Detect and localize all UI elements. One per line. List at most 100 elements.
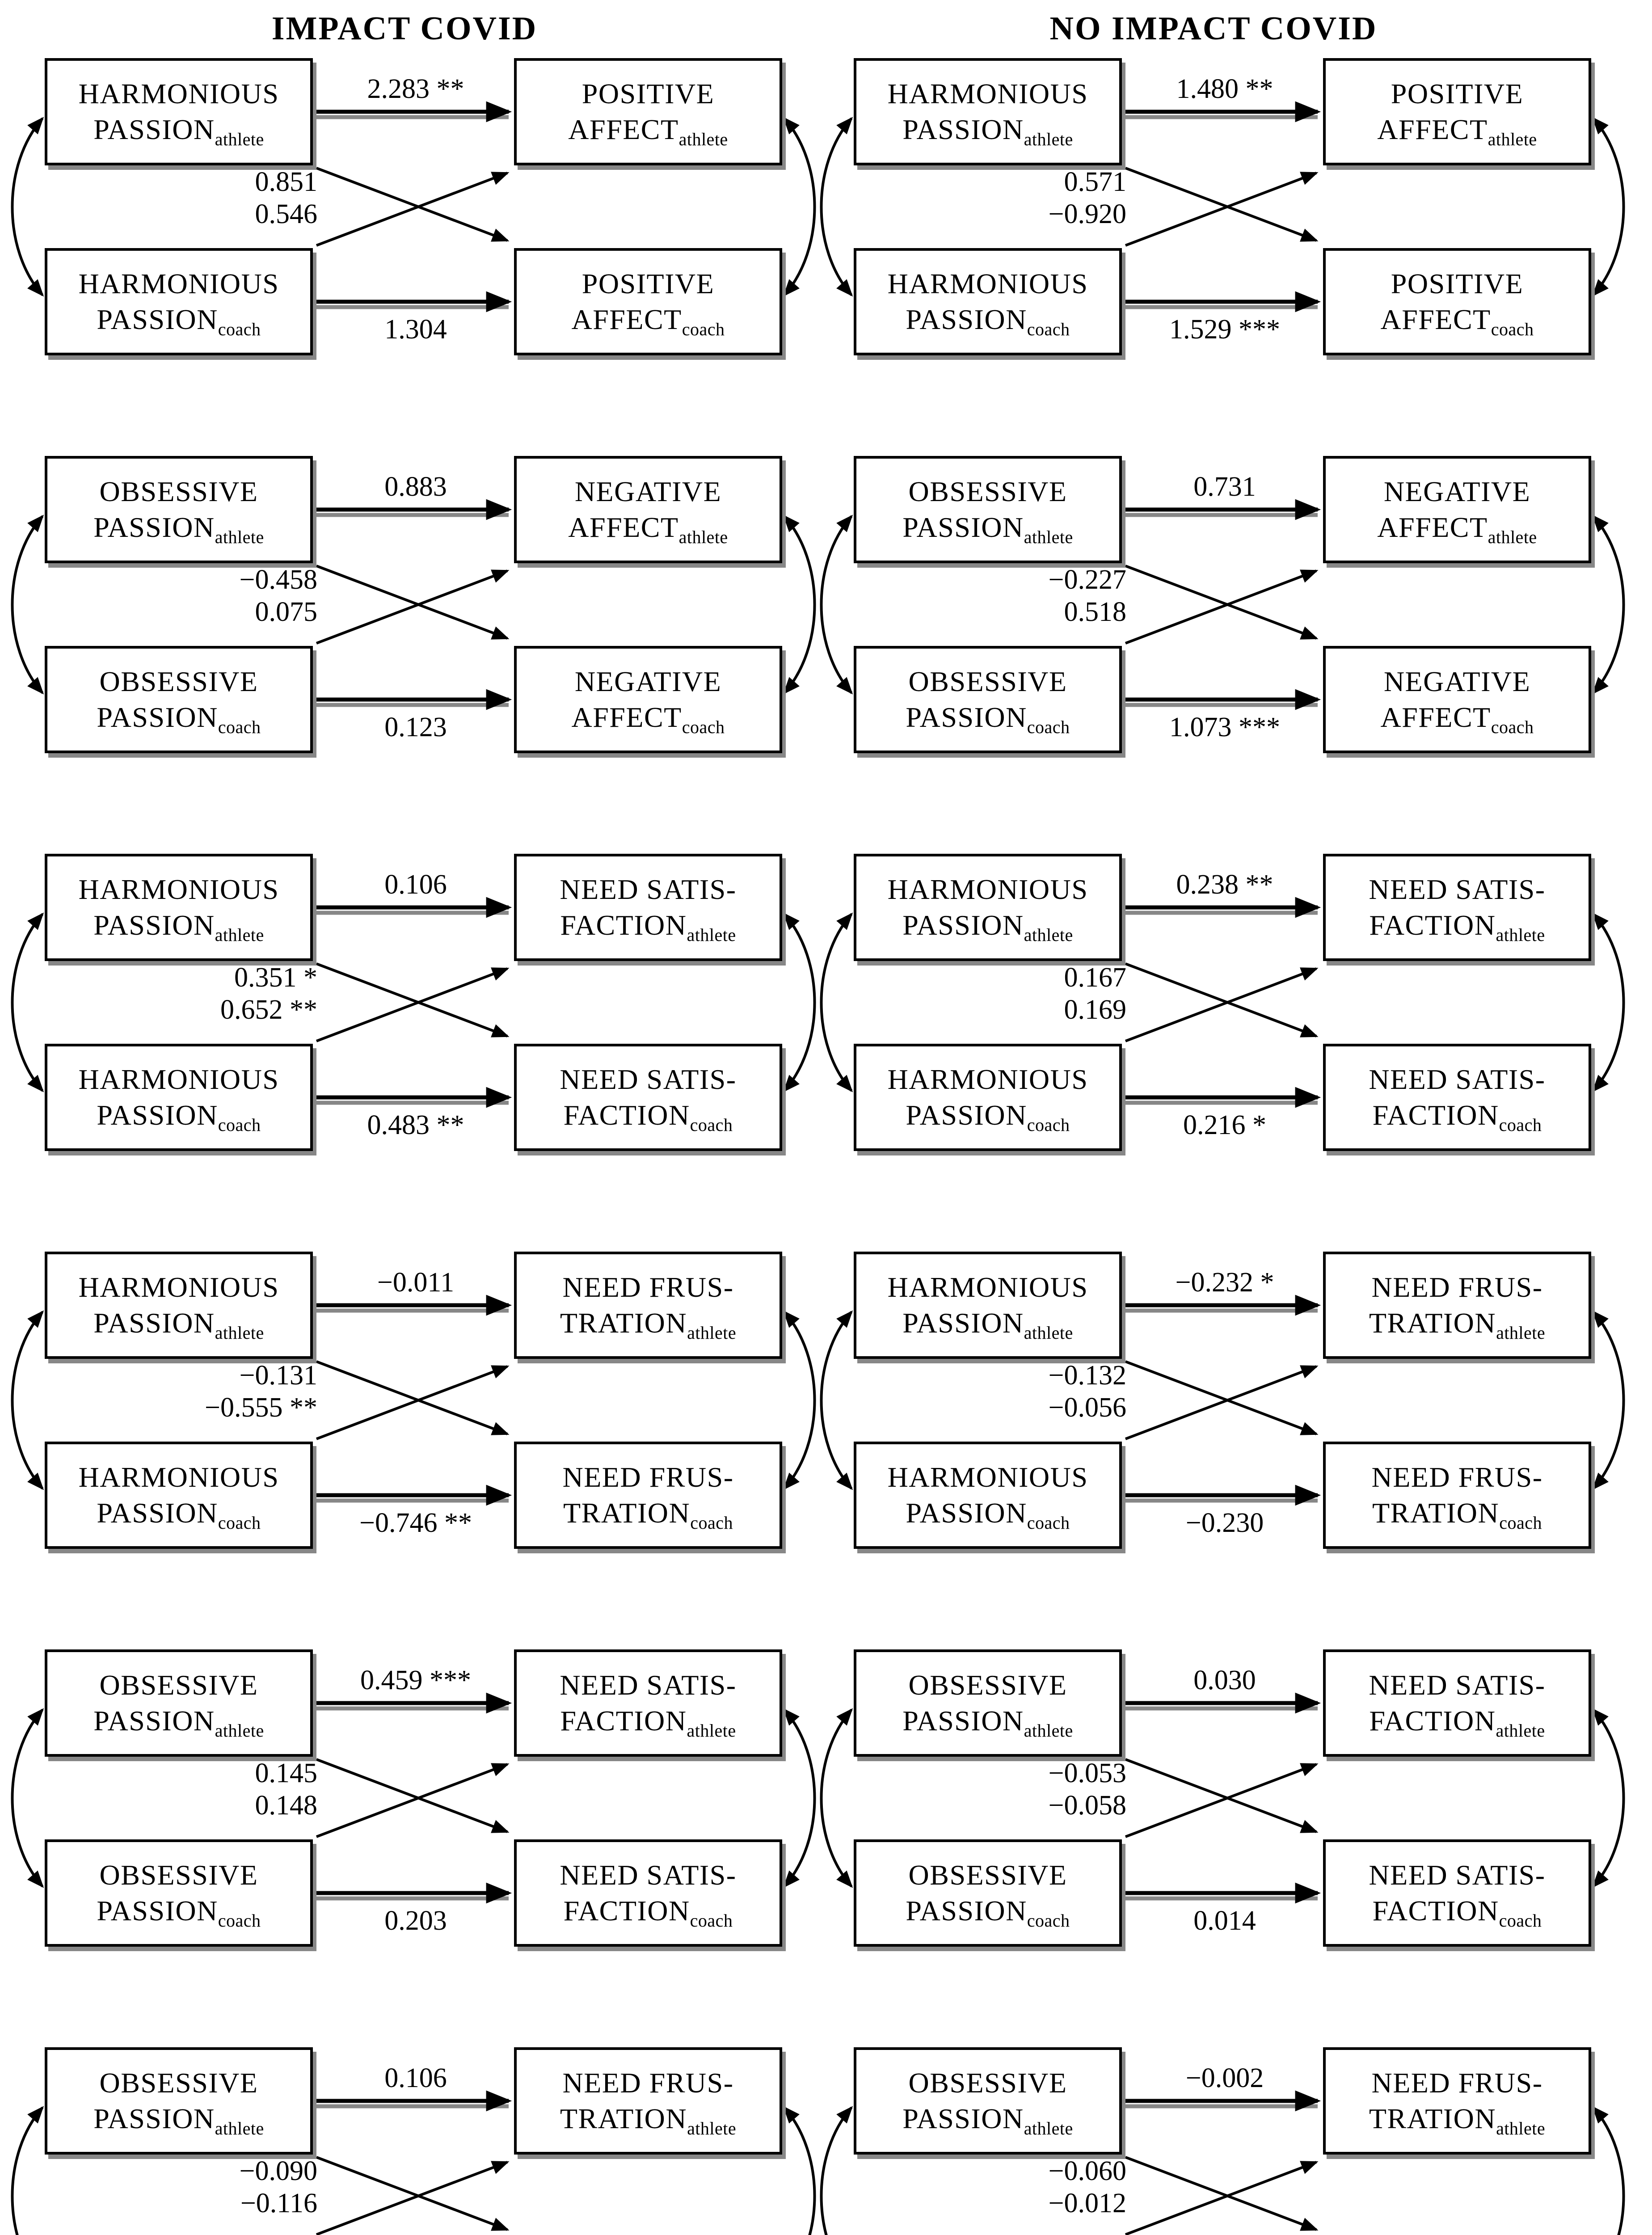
box-label-subscript: coach	[218, 1512, 261, 1533]
panel-row6-impact: OBSESSIVE PASSIONathlete OBSESSIVE PASSI…	[2, 2047, 816, 2235]
cross-coefficient-upper: −0.227	[1048, 565, 1126, 595]
outcome-coach-box: NEED FRUS- TRATIONcoach	[514, 1442, 782, 1549]
covariance-arc-right	[783, 117, 816, 297]
box-label-line2: AFFECTcoach	[571, 304, 725, 339]
box-label-subscript: athlete	[1488, 129, 1537, 149]
box-label-subscript: athlete	[215, 924, 264, 945]
box-label-line1: NEGATIVE	[574, 476, 722, 507]
cross-arrow-down	[316, 962, 510, 1037]
outcome-athlete-box: NEED FRUS- TRATIONathlete	[514, 1252, 782, 1359]
box-label-line1: NEED SATIS-	[1369, 1859, 1546, 1891]
box-label-line2: FACTIONcoach	[1372, 1099, 1542, 1135]
outcome-coach-box: NEED SATIS- FACTIONcoach	[514, 1044, 782, 1151]
box-label-line2: PASSIONathlete	[93, 114, 264, 149]
box-label-line1: NEED FRUS-	[1371, 2067, 1543, 2099]
box-label-line2: PASSIONcoach	[906, 304, 1070, 339]
box-label-subscript: athlete	[1024, 129, 1073, 149]
path-coefficient-bottom: 0.203	[384, 1906, 447, 1936]
path-arrows	[820, 2090, 1625, 2235]
path-coefficient-top: 2.283 **	[367, 74, 464, 104]
cross-arrow-up	[316, 172, 510, 247]
box-label-line1: NEED SATIS-	[560, 873, 737, 905]
box-label-line2: TRATIONathlete	[1369, 1307, 1546, 1343]
column-title-impact: IMPACT COVID	[271, 10, 538, 47]
box-label-line2: TRATIONathlete	[560, 1307, 737, 1343]
box-label-subscript: coach	[1027, 319, 1070, 339]
covariance-arc-left	[820, 1708, 853, 1888]
box-label-line1: OBSESSIVE	[99, 666, 258, 697]
box-label-line2: PASSIONcoach	[906, 701, 1070, 737]
cross-coefficient-upper: −0.131	[239, 1360, 317, 1391]
box-label-subscript: coach	[690, 1114, 733, 1135]
outcome-athlete-box: NEED SATIS- FACTIONathlete	[1323, 854, 1591, 961]
path-coefficient-bottom: −0.230	[1185, 1508, 1264, 1538]
path-coefficient-bottom: 0.216 *	[1183, 1110, 1266, 1140]
box-label-subscript: athlete	[215, 2118, 264, 2138]
cross-coefficient-lower: −0.555 **	[205, 1392, 317, 1423]
path-arrows	[820, 1692, 1625, 1904]
box-label-line1: NEED FRUS-	[1371, 1461, 1543, 1493]
predictor-coach-box: HARMONIOUS PASSIONcoach	[854, 1442, 1122, 1549]
predictor-athlete-box: HARMONIOUS PASSIONathlete	[45, 58, 313, 165]
box-label-line2: AFFECTathlete	[568, 511, 728, 547]
box-label-subscript: coach	[690, 1512, 733, 1533]
cross-coefficient-lower: 0.546	[255, 199, 318, 229]
box-label-subscript: athlete	[678, 129, 728, 149]
covariance-arc-right	[783, 2106, 816, 2235]
covariance-arc-left	[820, 912, 853, 1092]
outcome-athlete-box: NEGATIVE AFFECTathlete	[1323, 456, 1591, 563]
predictor-coach-box: HARMONIOUS PASSIONcoach	[854, 248, 1122, 355]
box-label-line1: POSITIVE	[1391, 78, 1524, 110]
covariance-arc-left	[11, 1708, 44, 1888]
panel-row1-no-impact: HARMONIOUS PASSIONathlete HARMONIOUS PAS…	[811, 58, 1625, 362]
panel-row1-impact: HARMONIOUS PASSIONathlete HARMONIOUS PAS…	[2, 58, 816, 362]
box-label-line1: NEED SATIS-	[560, 1859, 737, 1891]
box-label-line1: POSITIVE	[582, 78, 715, 110]
box-label-line2: PASSIONathlete	[93, 2103, 264, 2138]
box-label-subscript: coach	[1491, 319, 1534, 339]
box-label-line1: HARMONIOUS	[887, 1271, 1088, 1303]
cross-coefficient-lower: 0.075	[255, 597, 318, 627]
box-label-line1: POSITIVE	[582, 268, 715, 299]
cross-coefficient-upper: 0.167	[1064, 962, 1127, 993]
path-coefficient-bottom: −0.746 **	[359, 1508, 472, 1538]
box-label-line1: OBSESSIVE	[908, 1669, 1067, 1701]
path-coefficient-top: 0.238 **	[1176, 869, 1273, 900]
cross-arrow-down	[1125, 167, 1319, 242]
cross-coefficient-upper: −0.060	[1048, 2156, 1126, 2186]
covariance-arc-right	[783, 1310, 816, 1490]
box-label-line2: AFFECTathlete	[1377, 511, 1537, 547]
box-label-line1: OBSESSIVE	[99, 1669, 258, 1701]
path-coefficient-top: 0.459 ***	[360, 1665, 471, 1695]
cross-arrow-up	[316, 967, 510, 1042]
box-label-subscript: coach	[218, 1114, 261, 1135]
covariance-arc-right	[1592, 1310, 1625, 1490]
box-label-line2: PASSIONathlete	[93, 1307, 264, 1343]
box-label-line2: PASSIONathlete	[902, 909, 1073, 945]
path-coefficient-top: 0.731	[1193, 472, 1256, 502]
covariance-arc-right	[783, 912, 816, 1092]
box-label-line1: OBSESSIVE	[99, 2067, 258, 2099]
box-label-line2: PASSIONathlete	[93, 1705, 264, 1741]
box-label-subscript: athlete	[215, 1322, 264, 1343]
predictor-athlete-box: OBSESSIVE PASSIONathlete	[854, 456, 1122, 563]
box-label-line1: NEED SATIS-	[560, 1669, 737, 1701]
outcome-athlete-box: POSITIVE AFFECTathlete	[1323, 58, 1591, 165]
box-label-subscript: coach	[682, 319, 725, 339]
path-arrows	[11, 2090, 816, 2235]
box-label-subscript: athlete	[687, 2118, 737, 2138]
outcome-athlete-box: NEED SATIS- FACTIONathlete	[514, 854, 782, 961]
cross-coefficient-lower: −0.920	[1048, 199, 1126, 229]
box-label-subscript: athlete	[1496, 924, 1545, 945]
outcome-coach-box: NEGATIVE AFFECTcoach	[1323, 646, 1591, 753]
outcome-athlete-box: POSITIVE AFFECTathlete	[514, 58, 782, 165]
covariance-arc-left	[11, 1310, 44, 1490]
box-label-line1: NEED FRUS-	[562, 1461, 734, 1493]
path-arrows	[11, 1295, 816, 1506]
column-title-no-impact: NO IMPACT COVID	[1049, 10, 1378, 47]
cross-coefficient-lower: 0.169	[1064, 995, 1127, 1025]
box-label-subscript: athlete	[215, 129, 264, 149]
path-arrows	[820, 101, 1625, 312]
outcome-athlete-box: NEED SATIS- FACTIONathlete	[514, 1649, 782, 1757]
cross-coefficient-lower: −0.056	[1048, 1392, 1126, 1423]
